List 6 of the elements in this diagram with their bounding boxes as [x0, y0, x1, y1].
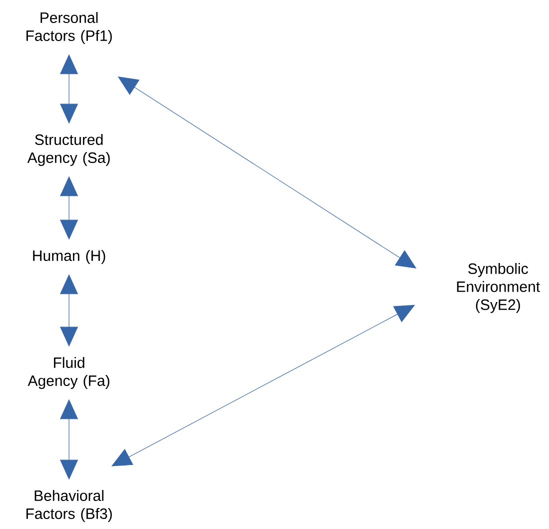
node-label: Structured Agency (Sa) — [27, 134, 110, 166]
node-label: Human (H) — [33, 250, 106, 264]
node-label: Fluid Agency (Fa) — [28, 357, 110, 389]
node-label: Symbolic Environment (SyE2) — [457, 263, 540, 313]
node-label: Behavioral Factors (Bf3) — [26, 490, 112, 522]
node-label: Personal Factors (Pf1) — [26, 12, 112, 44]
